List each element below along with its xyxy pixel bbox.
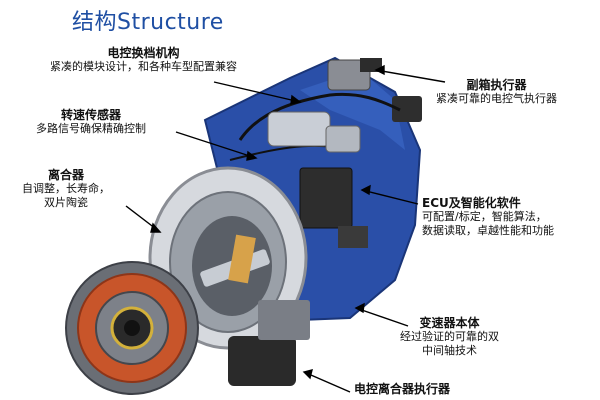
- diagram-title: 结构Structure: [72, 10, 224, 35]
- label-shift-mechanism-desc: 紧凑的模块设计，和各种车型配置兼容: [50, 60, 237, 73]
- label-range-actuator-title: 副箱执行器: [466, 78, 527, 92]
- label-clutch-actuator-title: 电控离合器执行器: [354, 382, 451, 396]
- label-shift-mechanism-title: 电控换档机构: [107, 46, 180, 60]
- label-ecu-title: ECU及智能化软件: [422, 196, 521, 210]
- label-ecu: ECU及智能化软件 可配置/标定，智能算法， 数据读取，卓越性能和功能: [422, 196, 554, 238]
- label-gearbox-body: 变速器本体 经过验证的可靠的双 中间轴技术: [400, 316, 499, 358]
- label-ecu-desc-1: 可配置/标定，智能算法，: [422, 210, 547, 223]
- clutch-disc: [65, 261, 199, 395]
- range-actuator-block: [327, 59, 371, 91]
- shift-mechanism-part: [267, 111, 331, 147]
- release-fork: [228, 234, 256, 284]
- clutch-actuator-plate: [258, 300, 310, 340]
- label-range-actuator-desc: 紧凑可靠的电控气执行器: [436, 92, 557, 105]
- label-range-actuator: 副箱执行器 紧凑可靠的电控气执行器: [436, 78, 557, 106]
- label-gearbox-body-desc-2: 中间轴技术: [422, 344, 477, 357]
- label-clutch-actuator: 电控离合器执行器: [354, 382, 450, 396]
- ecu-unit: [299, 167, 353, 229]
- side-actuator: [392, 96, 422, 122]
- label-gearbox-body-title: 变速器本体: [419, 316, 480, 330]
- label-speed-sensor: 转速传感器 多路信号确保精确控制: [36, 108, 146, 136]
- label-gearbox-body-desc-1: 经过验证的可靠的双: [400, 330, 499, 343]
- leader-arrows: [125, 64, 446, 393]
- label-speed-sensor-desc: 多路信号确保精确控制: [36, 122, 146, 135]
- label-clutch: 离合器 自调整，长寿命， 双片陶瓷: [22, 168, 110, 210]
- gearbox-housing-highlight: [300, 70, 405, 150]
- label-ecu-desc-2: 数据读取，卓越性能和功能: [422, 224, 554, 237]
- range-actuator-cap: [360, 58, 382, 72]
- label-shift-mechanism: 电控换档机构 紧凑的模块设计，和各种车型配置兼容: [50, 46, 237, 74]
- shift-mechanism-part-2: [325, 125, 361, 153]
- ecu-connector: [338, 226, 368, 248]
- label-clutch-title: 离合器: [47, 168, 84, 182]
- clutch-actuator-body: [228, 336, 296, 386]
- wiring-harness: [238, 92, 401, 141]
- label-speed-sensor-title: 转速传感器: [60, 108, 121, 122]
- label-clutch-desc-2: 双片陶瓷: [44, 196, 88, 209]
- label-clutch-desc-1: 自调整，长寿命，: [22, 182, 110, 195]
